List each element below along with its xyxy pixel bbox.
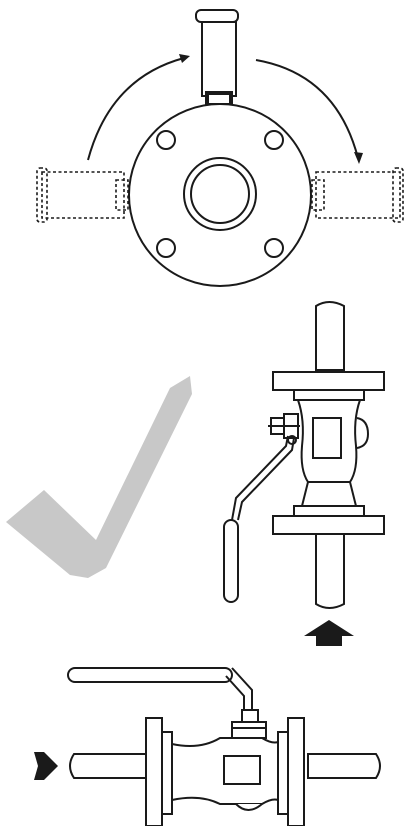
bolt-hole xyxy=(264,238,284,258)
pipe-bottom xyxy=(315,533,345,609)
bolt-hole xyxy=(264,130,284,150)
handle-grip xyxy=(67,667,233,683)
pipe-top xyxy=(315,301,345,371)
flange-bottom xyxy=(272,515,385,535)
bolt-hole xyxy=(156,130,176,150)
pipe-right xyxy=(307,753,381,779)
curved-arrow-left-icon xyxy=(87,57,185,161)
flange-face xyxy=(128,103,312,287)
flange-left xyxy=(145,717,163,826)
handle-lever xyxy=(231,435,289,521)
handle-ghost-left xyxy=(36,167,129,223)
checkmark-icon xyxy=(6,376,192,578)
valve-horizontal-install xyxy=(34,667,381,826)
flange-right xyxy=(287,717,305,826)
valve-body xyxy=(296,399,362,483)
pipe-left xyxy=(69,753,153,779)
handle-grip xyxy=(223,519,239,603)
flange-top xyxy=(272,371,385,391)
bolt-hole xyxy=(156,238,176,258)
handle-up xyxy=(195,9,239,105)
handle-ghost-right xyxy=(311,167,404,223)
bore-inner xyxy=(190,164,250,224)
curved-arrow-right-icon xyxy=(255,59,359,159)
valve-vertical-install-ok xyxy=(6,301,385,646)
flow-arrow-right-icon xyxy=(34,752,58,780)
valve-top-view-rotation xyxy=(36,9,404,287)
handle-lever xyxy=(225,675,245,712)
flow-arrow-up-icon xyxy=(304,620,354,646)
bore-outer xyxy=(183,157,257,231)
